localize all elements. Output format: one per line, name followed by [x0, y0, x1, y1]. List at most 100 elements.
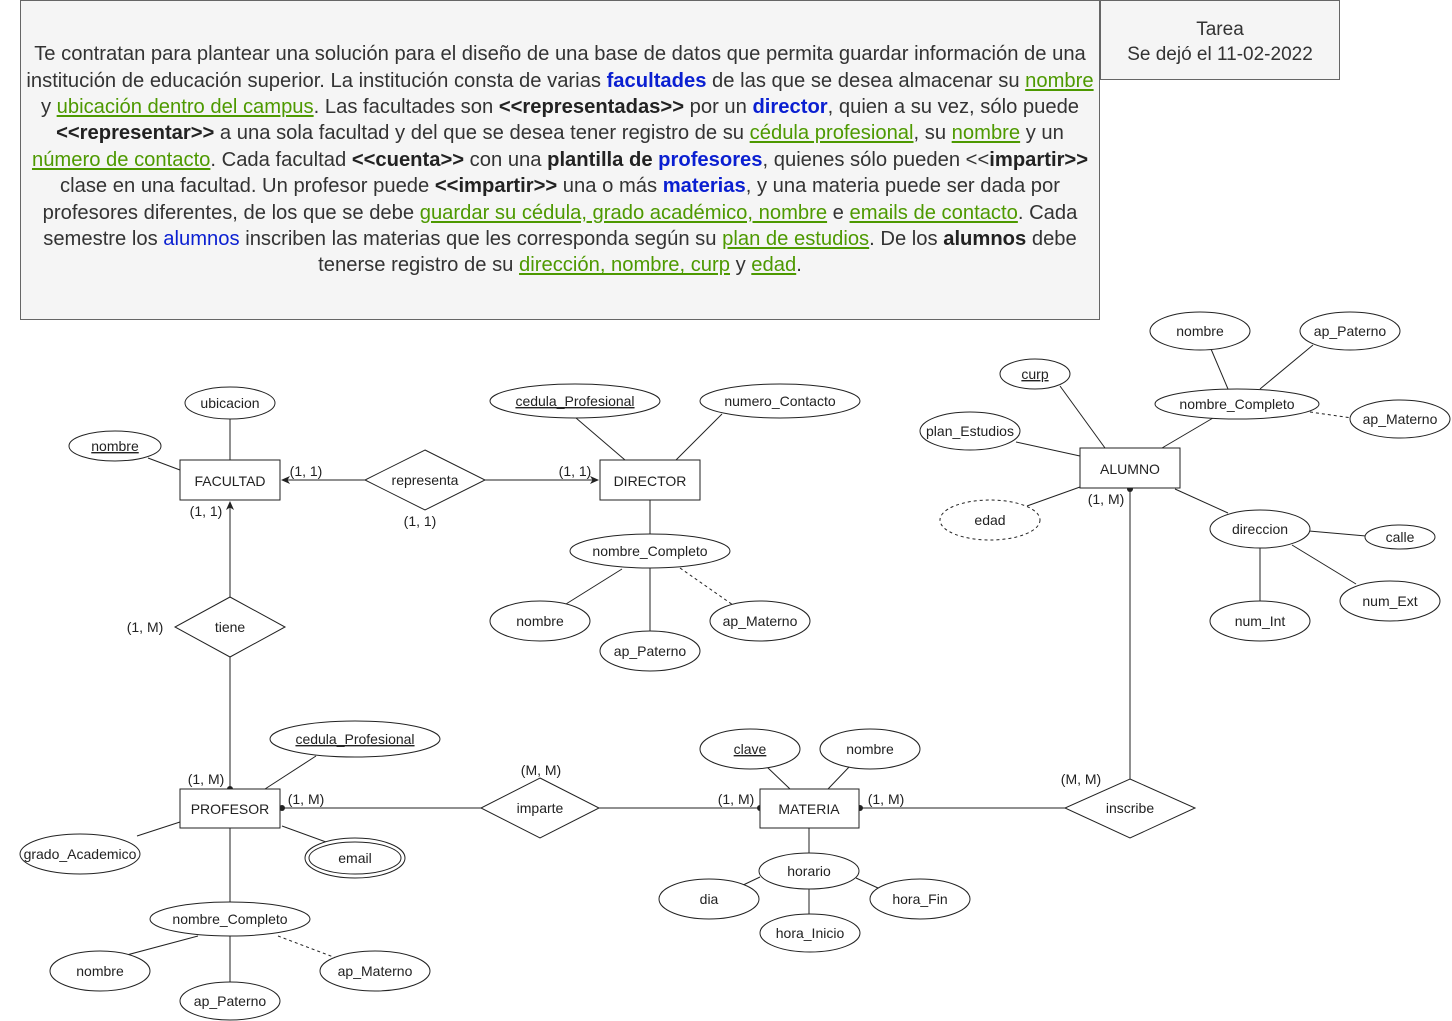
- attr-materia-nombre[interactable]: nombre: [819, 728, 921, 770]
- attr-alumno-plan-estudios-label: plan_Estudios: [926, 423, 1014, 439]
- attr-facultad-nombre-label: nombre: [91, 438, 139, 454]
- attr-profesor-nombre-completo[interactable]: nombre_Completo: [149, 901, 311, 937]
- relationship-inscribe-label: inscribe: [1106, 800, 1154, 816]
- attr-materia-dia[interactable]: dia: [658, 878, 760, 920]
- attr-profesor-grado[interactable]: grado_Academico: [19, 833, 141, 875]
- attr-profesor-ap-materno-label: ap_Materno: [338, 963, 413, 979]
- attr-materia-horario-label: horario: [787, 863, 831, 879]
- attr-alumno-nombre-completo-label: nombre_Completo: [1179, 396, 1294, 412]
- attr-alumno-direccion-label: direccion: [1232, 521, 1288, 537]
- entity-director-label: DIRECTOR: [614, 473, 687, 489]
- problem-statement-text: Te contratan para plantear una solución …: [26, 43, 1094, 277]
- relationship-imparte[interactable]: imparte: [479, 777, 601, 839]
- attr-profesor-cedula-label: cedula_Profesional: [295, 731, 414, 747]
- attr-alumno-ap-materno[interactable]: ap_Materno: [1349, 399, 1451, 439]
- attr-director-nombre-label: nombre: [516, 613, 564, 629]
- assignment-box: Tarea Se dejó el 11-02-2022: [1100, 0, 1340, 80]
- entity-facultad-label: FACULTAD: [194, 473, 265, 489]
- attr-materia-hora-inicio-label: hora_Inicio: [776, 925, 845, 941]
- attr-profesor-ap-paterno-label: ap_Paterno: [194, 993, 267, 1009]
- entity-alumno-label: ALUMNO: [1100, 461, 1160, 477]
- attr-materia-hora-fin[interactable]: hora_Fin: [869, 878, 971, 920]
- attr-alumno-num-ext[interactable]: num_Ext: [1339, 580, 1441, 622]
- attr-materia-hora-inicio[interactable]: hora_Inicio: [759, 913, 861, 953]
- entity-profesor-label: PROFESOR: [191, 801, 270, 817]
- relationship-tiene-label: tiene: [215, 619, 246, 635]
- attr-director-ap-materno-label: ap_Materno: [723, 613, 798, 629]
- attr-alumno-direccion[interactable]: direccion: [1209, 509, 1311, 549]
- entity-director[interactable]: DIRECTOR: [599, 459, 701, 501]
- attr-alumno-nombre[interactable]: nombre: [1149, 311, 1251, 351]
- attr-materia-clave-key[interactable]: clave: [699, 728, 801, 770]
- attr-director-nombre[interactable]: nombre: [489, 600, 591, 642]
- attr-alumno-ap-paterno-label: ap_Paterno: [1314, 323, 1387, 339]
- problem-statement-box: Te contratan para plantear una solución …: [20, 0, 1100, 320]
- relationship-representa[interactable]: representa: [363, 449, 487, 511]
- attr-director-ap-materno[interactable]: ap_Materno: [709, 600, 811, 642]
- relationship-imparte-label: imparte: [517, 800, 564, 816]
- entity-facultad[interactable]: FACULTAD: [179, 459, 281, 501]
- attr-alumno-curp-label: curp: [1021, 366, 1048, 382]
- attr-alumno-edad-derived[interactable]: edad: [939, 499, 1041, 541]
- cardinality-director-representa: (1, 1): [559, 463, 592, 479]
- attr-profesor-cedula-key[interactable]: cedula_Profesional: [269, 720, 441, 758]
- attr-materia-dia-label: dia: [700, 891, 719, 907]
- cardinality-materia-imparte: (1, M): [718, 791, 755, 807]
- attr-alumno-nombre-label: nombre: [1176, 323, 1224, 339]
- attr-alumno-nombre-completo[interactable]: nombre_Completo: [1154, 388, 1320, 420]
- attr-director-numero[interactable]: numero_Contacto: [699, 383, 861, 419]
- relationship-inscribe[interactable]: inscribe: [1063, 778, 1197, 839]
- attr-facultad-ubicacion[interactable]: ubicacion: [184, 386, 276, 420]
- attr-alumno-num-int[interactable]: num_Int: [1209, 600, 1311, 642]
- attr-profesor-email-multivalued[interactable]: email: [304, 837, 406, 879]
- relationship-tiene[interactable]: tiene: [173, 596, 287, 658]
- cardinality-representa-below: (1, 1): [404, 513, 437, 529]
- attr-materia-hora-fin-label: hora_Fin: [892, 891, 947, 907]
- attr-alumno-num-int-label: num_Int: [1235, 613, 1286, 629]
- attr-facultad-ubicacion-label: ubicacion: [200, 395, 259, 411]
- attr-director-nombre-completo[interactable]: nombre_Completo: [569, 533, 731, 569]
- entity-materia-label: MATERIA: [778, 801, 840, 817]
- cardinality-materia-inscribe: (1, M): [868, 791, 905, 807]
- attr-alumno-ap-materno-label: ap_Materno: [1363, 411, 1438, 427]
- attr-profesor-nombre[interactable]: nombre: [49, 950, 151, 992]
- attr-profesor-nombre-label: nombre: [76, 963, 124, 979]
- attr-director-numero-label: numero_Contacto: [724, 393, 836, 409]
- attr-director-cedula-label: cedula_Profesional: [515, 393, 634, 409]
- assignment-title: Tarea: [1196, 19, 1244, 40]
- assignment-date: Se dejó el 11-02-2022: [1127, 44, 1313, 65]
- relationship-representa-label: representa: [392, 472, 459, 488]
- attr-profesor-nombre-completo-label: nombre_Completo: [172, 911, 287, 927]
- attr-alumno-plan-estudios[interactable]: plan_Estudios: [919, 411, 1021, 451]
- entity-alumno[interactable]: ALUMNO: [1079, 447, 1181, 489]
- attr-director-cedula-key[interactable]: cedula_Profesional: [489, 383, 661, 419]
- attr-materia-horario[interactable]: horario: [758, 852, 860, 890]
- attr-profesor-grado-label: grado_Academico: [24, 846, 137, 862]
- cardinality-tiene-side: (1, M): [127, 619, 164, 635]
- attr-materia-clave-label: clave: [734, 741, 767, 757]
- attr-alumno-ap-paterno[interactable]: ap_Paterno: [1299, 311, 1401, 351]
- cardinality-inscribe-top: (M, M): [1061, 771, 1101, 787]
- attr-director-ap-paterno-label: ap_Paterno: [614, 643, 687, 659]
- attr-alumno-edad-label: edad: [974, 512, 1005, 528]
- cardinality-facultad-tiene: (1, 1): [190, 503, 223, 519]
- attr-materia-nombre-label: nombre: [846, 741, 894, 757]
- entity-materia[interactable]: MATERIA: [759, 788, 860, 829]
- attr-alumno-curp-key[interactable]: curp: [999, 358, 1071, 390]
- attr-director-ap-paterno[interactable]: ap_Paterno: [599, 630, 701, 672]
- cardinality-profesor-imparte: (1, M): [288, 791, 325, 807]
- attr-alumno-num-ext-label: num_Ext: [1362, 593, 1417, 609]
- cardinality-facultad-representa: (1, 1): [290, 463, 323, 479]
- attr-alumno-calle[interactable]: calle: [1364, 524, 1436, 550]
- cardinality-imparte-top: (M, M): [521, 762, 561, 778]
- attr-profesor-email-label: email: [338, 850, 371, 866]
- attr-facultad-nombre-key[interactable]: nombre: [68, 430, 162, 462]
- attr-director-nombre-completo-label: nombre_Completo: [592, 543, 707, 559]
- entity-profesor[interactable]: PROFESOR: [179, 788, 281, 829]
- attr-profesor-ap-materno[interactable]: ap_Materno: [319, 950, 431, 992]
- attr-alumno-calle-label: calle: [1386, 529, 1415, 545]
- cardinality-profesor-tiene: (1, M): [188, 771, 225, 787]
- cardinality-alumno-inscribe: (1, M): [1088, 491, 1125, 507]
- attr-profesor-ap-paterno[interactable]: ap_Paterno: [179, 981, 281, 1021]
